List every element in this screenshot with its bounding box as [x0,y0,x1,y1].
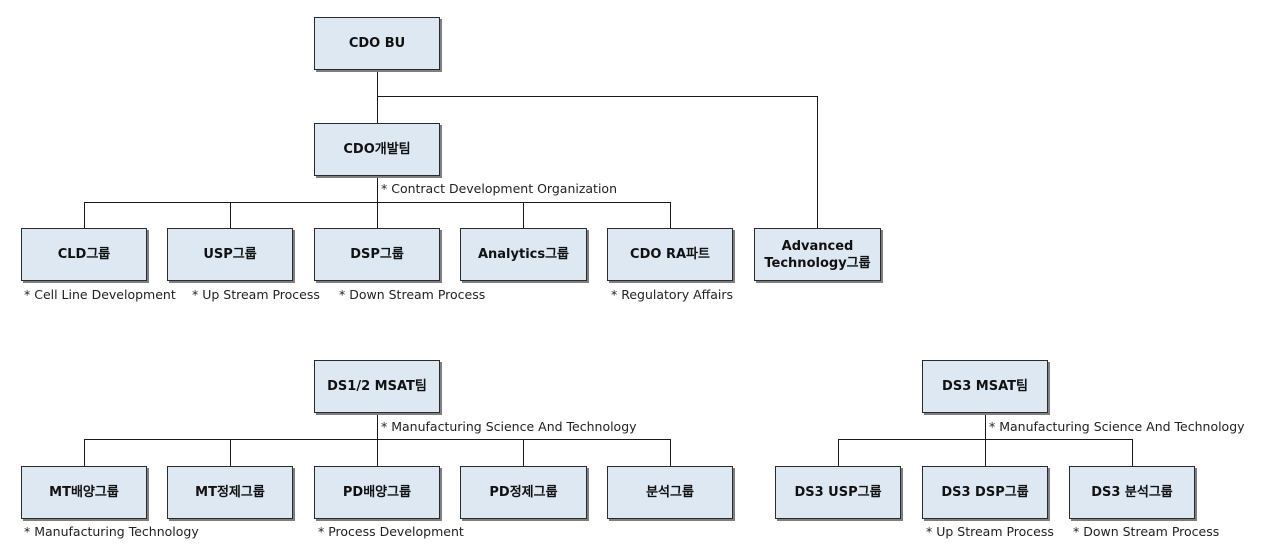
cdo-bu-box: CDO BU [314,17,440,70]
pd-purification-group-box: PD정제그룹 [460,466,587,519]
ds12-msat-note: * Manufacturing Science And Technology [381,419,637,434]
analysis-group-box: 분석그룹 [607,466,733,519]
cdo-ra-part-box: CDO RA파트 [607,228,733,281]
ds3-analysis-group-box: DS3 분석그룹 [1069,466,1195,519]
connector-line [377,96,818,97]
ds3-msat-team-label: DS3 MSAT팀 [942,379,1028,394]
connector-line [1132,439,1133,466]
mt-purification-group-box: MT정제그룹 [167,466,293,519]
dsp-group-label: DSP그룹 [350,247,404,262]
cdo-dev-team-box: CDO개발팀 [314,123,440,176]
connector-line [230,202,231,229]
cld-group-label: CLD그룹 [57,247,111,262]
cdo-ra-part-note: * Regulatory Affairs [611,287,734,302]
usp-group-note: * Up Stream Process [192,287,320,302]
ds3-usp-group-label: DS3 USP그룹 [794,485,882,500]
ds12-msat-team-label: DS1/2 MSAT팀 [327,379,427,394]
advanced-technology-label-line1: Advanced [781,238,854,254]
ds3-msat-note: * Manufacturing Science And Technology [989,419,1245,434]
cdo-dev-team-note: * Contract Development Organization [381,181,618,196]
connector-line [377,70,378,124]
connector-line [670,202,671,229]
ds3-dsp-group-label: DS3 DSP그룹 [941,485,1029,500]
ds3-usp-group-box: DS3 USP그룹 [775,466,901,519]
connector-line [377,439,378,466]
dsp-group-box: DSP그룹 [314,228,440,281]
cdo-ra-part-label: CDO RA파트 [630,247,710,262]
cld-group-box: CLD그룹 [21,228,147,281]
mt-culture-note: * Manufacturing Technology [24,524,199,539]
advanced-technology-label-line2: Technology그룹 [764,255,871,271]
ds3-usp-note: * Up Stream Process [926,524,1054,539]
connector-line [230,439,231,466]
usp-group-box: USP그룹 [167,228,293,281]
usp-group-label: USP그룹 [203,247,257,262]
connector-line [377,202,378,229]
connector-line [523,439,524,466]
mt-purification-group-label: MT정제그룹 [195,485,265,500]
connector-line [84,202,85,229]
connector-line [377,176,378,202]
connector-line [670,439,671,466]
cld-group-note: * Cell Line Development [24,287,176,302]
pd-purification-group-label: PD정제그룹 [489,485,558,500]
ds3-msat-team-box: DS3 MSAT팀 [922,360,1048,413]
cdo-bu-label: CDO BU [348,36,406,51]
pd-culture-group-label: PD배양그룹 [342,485,412,500]
cdo-dev-team-label: CDO개발팀 [343,142,411,157]
pd-culture-note: * Process Development [318,524,464,539]
mt-culture-group-box: MT배양그룹 [21,466,147,519]
advanced-technology-group-box: Advanced Technology그룹 [754,228,881,281]
dsp-group-note: * Down Stream Process [339,287,486,302]
mt-culture-group-label: MT배양그룹 [49,485,119,500]
analysis-group-label: 분석그룹 [646,485,694,500]
ds3-dsp-group-box: DS3 DSP그룹 [922,466,1048,519]
connector-line [985,413,986,440]
analytics-group-box: Analytics그룹 [460,228,587,281]
connector-line [523,202,524,229]
connector-line [84,439,85,466]
ds12-msat-team-box: DS1/2 MSAT팀 [314,360,440,413]
ds3-dsp-note: * Down Stream Process [1073,524,1220,539]
ds3-analysis-group-label: DS3 분석그룹 [1091,485,1173,500]
connector-line [838,439,839,466]
connector-line [377,413,378,440]
analytics-group-label: Analytics그룹 [477,247,570,262]
pd-culture-group-box: PD배양그룹 [314,466,440,519]
connector-line [817,96,818,229]
connector-line [985,439,986,466]
